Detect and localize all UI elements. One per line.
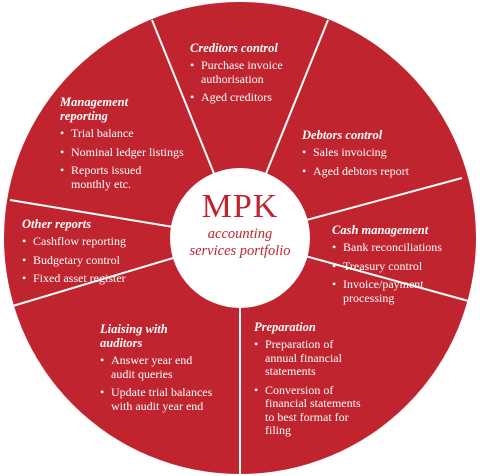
brand-name: MPK <box>201 188 279 225</box>
list-item: •Nominal ledger listings <box>60 144 184 159</box>
list-item: •Reports issued monthly etc. <box>60 163 142 191</box>
list-item: •Aged creditors <box>190 90 272 104</box>
list-item: •Bank reconciliations <box>332 240 442 254</box>
center-circle <box>170 168 310 308</box>
segment-management-reporting: Management reporting •Trial balance •Nom… <box>60 95 215 196</box>
bullet-icon: • <box>302 163 307 178</box>
center-label: MPK accounting services portfolio <box>170 170 310 310</box>
segment-title: Liaising with auditors <box>100 322 168 350</box>
list-item: •Purchase invoice authorisation <box>190 58 283 86</box>
bullet-icon: • <box>332 240 337 254</box>
segment-title: Other reports <box>22 217 92 231</box>
segment-cash-management: Cash management •Bank reconciliations •T… <box>332 223 472 310</box>
list-item: •Treasury control <box>332 258 423 273</box>
bullet-icon: • <box>22 234 27 248</box>
bullet-icon: • <box>22 271 27 285</box>
list-item: •Budgetary control <box>22 252 120 267</box>
bullet-icon: • <box>254 337 259 351</box>
segment-title: Management reporting <box>60 95 129 123</box>
list-item: •Cashflow reporting <box>22 234 126 248</box>
segment-debtors-control: Debtors control •Sales invoicing •Aged d… <box>302 128 462 183</box>
list-item: •Trial balance <box>60 126 134 140</box>
list-item: •Fixed asset register <box>22 271 126 285</box>
bullet-icon: • <box>60 126 65 140</box>
segment-title: Cash management <box>332 223 429 237</box>
segment-dividers <box>5 19 473 474</box>
bullet-icon: • <box>190 58 195 72</box>
segment-liaising-with-auditors: Liaising with auditors •Answer year end … <box>100 322 245 418</box>
list-item: •Answer year end audit queries <box>100 353 193 381</box>
bullet-icon: • <box>60 163 65 177</box>
list-item: •Preparation of annual financial stateme… <box>254 337 342 378</box>
bullet-icon: • <box>332 258 337 273</box>
bullet-icon: • <box>100 353 105 367</box>
segment-preparation: Preparation •Preparation of annual finan… <box>254 320 394 443</box>
bullet-icon: • <box>60 144 65 159</box>
bullet-icon: • <box>302 145 307 159</box>
bullet-icon: • <box>22 252 27 267</box>
segment-title: Preparation <box>254 320 316 334</box>
portfolio-subtitle: accounting services portfolio <box>189 226 291 259</box>
segment-creditors-control: Creditors control •Purchase invoice auth… <box>190 41 340 110</box>
bullet-icon: • <box>190 90 195 104</box>
list-item: •Invoice/payment processing <box>332 277 424 305</box>
bullet-icon: • <box>332 277 337 291</box>
list-item: •Update trial balances with audit year e… <box>100 385 213 413</box>
bullet-icon: • <box>100 385 105 399</box>
segment-title: Creditors control <box>190 41 278 55</box>
bullet-icon: • <box>254 382 259 397</box>
list-item: •Sales invoicing <box>302 145 387 159</box>
list-item: •Conversion of financial statements to b… <box>254 382 361 437</box>
list-item: •Aged debtors report <box>302 163 409 178</box>
segment-other-reports: Other reports •Cashflow reporting •Budge… <box>22 217 172 291</box>
segment-title: Debtors control <box>302 128 383 142</box>
